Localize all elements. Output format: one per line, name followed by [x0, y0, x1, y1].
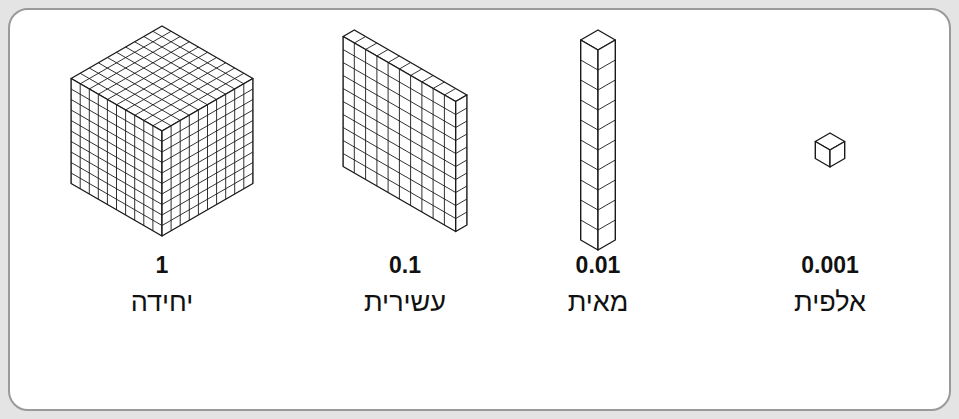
place-name: אלפית [794, 287, 866, 318]
hundredth-rod-block [581, 30, 616, 250]
thousandth-small-cube [815, 133, 844, 167]
place-name: עשירית [364, 287, 446, 318]
place-name: מאית [568, 287, 629, 318]
value-number: 1 [156, 252, 169, 279]
unit-cube-block [71, 26, 253, 236]
value-number: 0.1 [389, 252, 421, 279]
place-name: יחידה [131, 287, 194, 318]
tenth-flat-block [343, 30, 467, 232]
value-number: 0.01 [576, 252, 621, 279]
value-number: 0.001 [801, 252, 859, 279]
